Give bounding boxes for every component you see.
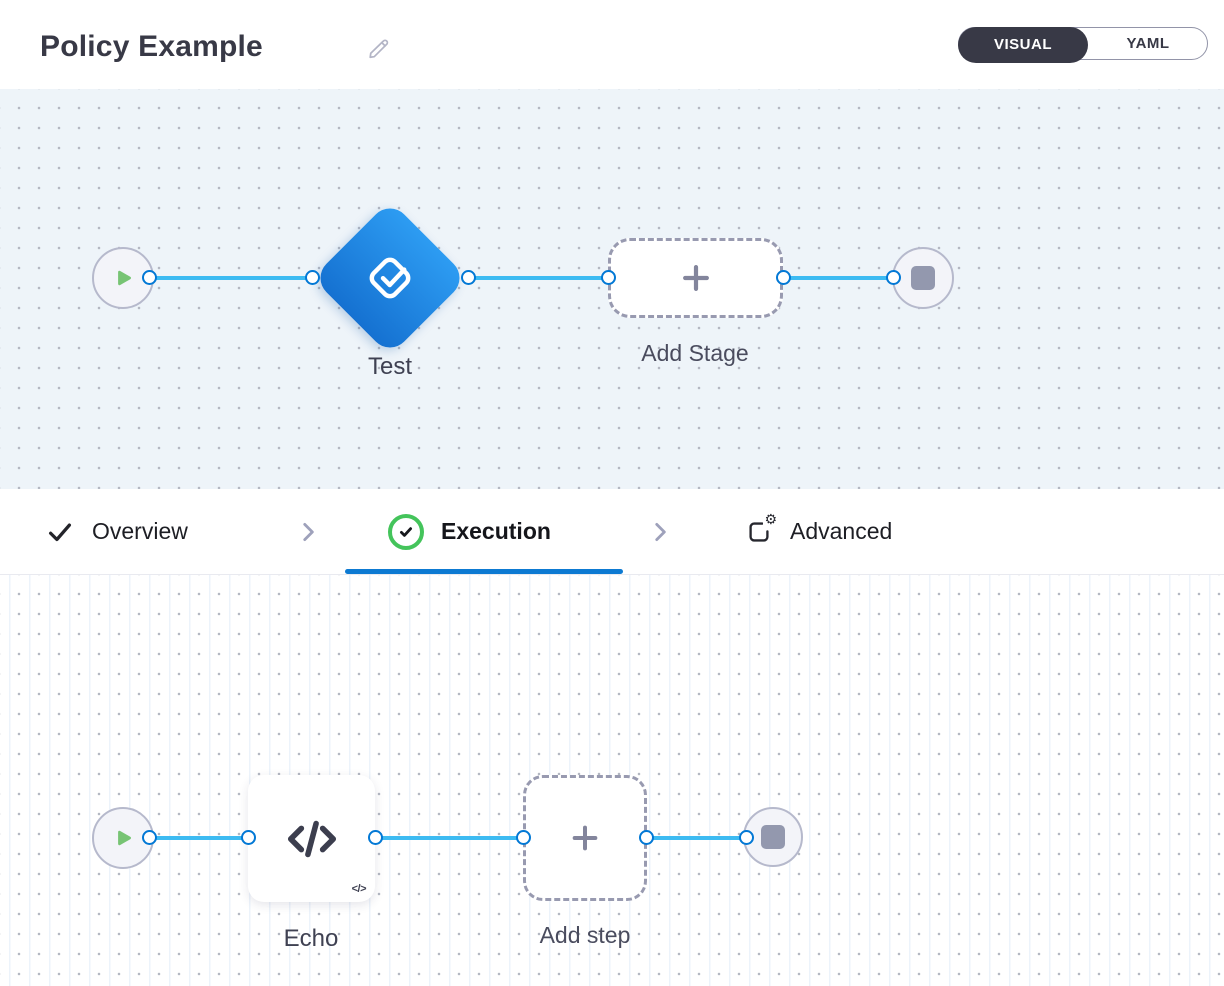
- stage-config-tabbar: Overview Execution ⚙ Advanced: [0, 489, 1224, 575]
- edge-connector: [646, 836, 746, 840]
- page-title: Policy Example: [40, 30, 263, 63]
- connector-port[interactable]: [601, 270, 616, 285]
- add-step-label: Add step: [539, 922, 631, 948]
- connector-port[interactable]: [776, 270, 791, 285]
- connector-port[interactable]: [516, 830, 531, 845]
- step-label: Echo: [283, 925, 339, 952]
- stage-canvas[interactable]: Test Add Stage: [0, 89, 1224, 489]
- step-node-echo[interactable]: </>: [248, 775, 375, 902]
- connector-port[interactable]: [639, 830, 654, 845]
- stop-icon: [761, 825, 785, 849]
- check-icon: [49, 523, 71, 541]
- play-icon: [118, 270, 131, 286]
- play-icon: [118, 830, 131, 846]
- add-stage-button[interactable]: [608, 238, 783, 318]
- view-mode-toggle: VISUAL YAML: [958, 26, 1208, 63]
- toggle-option-visual[interactable]: VISUAL: [958, 26, 1088, 63]
- connector-port[interactable]: [305, 270, 320, 285]
- connector-port[interactable]: [461, 270, 476, 285]
- plus-icon: [682, 265, 709, 291]
- pipeline-end-node[interactable]: [892, 247, 954, 309]
- check-circle-icon: [388, 513, 424, 550]
- edge-connector: [149, 836, 248, 840]
- toggle-option-yaml[interactable]: YAML: [1126, 34, 1170, 52]
- tab-advanced-label: Advanced: [790, 518, 893, 544]
- active-tab-indicator: [345, 569, 623, 574]
- tab-advanced[interactable]: ⚙ Advanced: [745, 512, 893, 546]
- stop-icon: [911, 266, 935, 290]
- header: Policy Example VISUAL YAML: [0, 0, 1224, 89]
- advanced-settings-icon: ⚙: [745, 512, 778, 546]
- edge-connector: [783, 276, 893, 280]
- add-step-button[interactable]: [523, 775, 647, 901]
- tab-overview-label: Overview: [92, 518, 188, 544]
- edit-title-button[interactable]: [366, 36, 394, 64]
- connector-port[interactable]: [886, 270, 901, 285]
- gear-icon: ⚙: [763, 511, 778, 528]
- connector-port[interactable]: [368, 830, 383, 845]
- tab-overview[interactable]: Overview: [45, 517, 188, 547]
- code-icon: [287, 820, 336, 857]
- tab-execution-label: Execution: [441, 518, 551, 544]
- chevron-right-icon: [303, 522, 314, 541]
- edge-connector: [375, 836, 523, 840]
- connector-port[interactable]: [142, 270, 157, 285]
- plus-icon: [572, 825, 598, 851]
- edge-connector: [149, 276, 312, 280]
- connector-port[interactable]: [241, 830, 256, 845]
- connector-port[interactable]: [739, 830, 754, 845]
- approval-check-icon: [369, 257, 411, 299]
- pencil-icon: [369, 39, 389, 59]
- stage-label: Test: [367, 353, 412, 380]
- tab-execution[interactable]: Execution: [388, 513, 551, 550]
- step-type-badge: </>: [351, 883, 367, 895]
- execution-step-canvas[interactable]: </> Echo Add step: [0, 575, 1224, 986]
- edge-connector: [468, 276, 608, 280]
- chevron-right-icon: [655, 522, 666, 541]
- add-stage-label: Add Stage: [641, 340, 749, 366]
- connector-port[interactable]: [142, 830, 157, 845]
